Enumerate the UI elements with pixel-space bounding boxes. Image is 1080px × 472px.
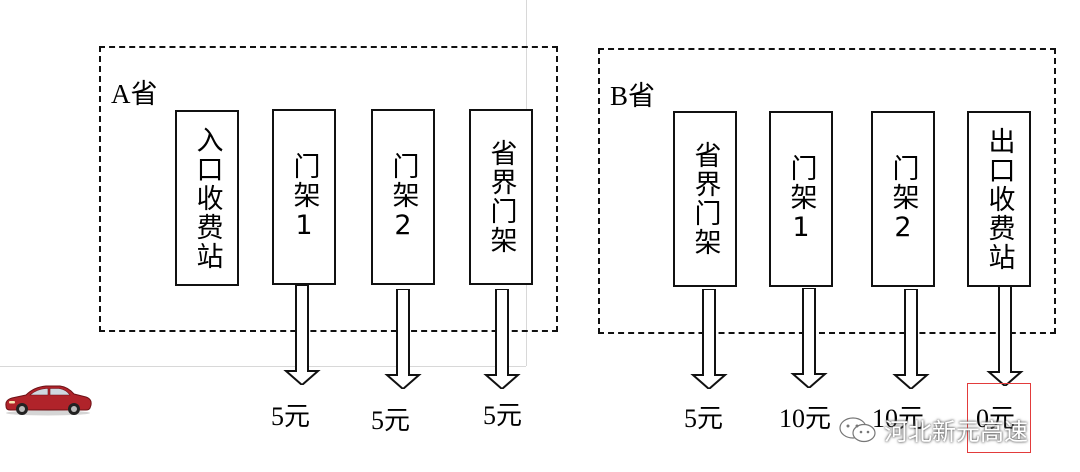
gantry-b1: 门架1 bbox=[769, 111, 833, 287]
exit-toll-station: 出口收费站 bbox=[967, 111, 1031, 287]
gantry-b2: 门架2 bbox=[871, 111, 935, 287]
gantry-a1-label: 门架1 bbox=[288, 151, 320, 243]
gantry-a2: 门架2 bbox=[371, 109, 435, 285]
wechat-icon bbox=[839, 416, 876, 442]
entry-toll-station-label: 入口收费站 bbox=[191, 125, 223, 271]
province-b-label: B省 bbox=[610, 81, 656, 111]
price-label: 10元 bbox=[779, 404, 832, 433]
canvas-guide-horizontal bbox=[0, 366, 526, 367]
down-arrow-icon bbox=[483, 289, 521, 389]
down-arrow-icon bbox=[283, 285, 321, 385]
price-label: 0元 bbox=[976, 404, 1016, 433]
down-arrow-icon bbox=[986, 286, 1024, 386]
price-label: 5元 bbox=[483, 401, 523, 430]
price-label: 10元 bbox=[872, 404, 925, 433]
province-a-region bbox=[99, 46, 558, 332]
border-gantry-b: 省界门架 bbox=[673, 111, 737, 287]
gantry-b1-label: 门架1 bbox=[785, 153, 817, 245]
border-gantry-a: 省界门架 bbox=[469, 109, 533, 285]
border-gantry-a-label: 省界门架 bbox=[485, 139, 517, 255]
car-icon bbox=[5, 385, 92, 416]
price-label: 5元 bbox=[371, 406, 411, 435]
gantry-a1: 门架1 bbox=[272, 109, 336, 285]
down-arrow-icon bbox=[790, 288, 828, 388]
price-label: 5元 bbox=[271, 402, 311, 431]
watermark-text: 河北新元高速 bbox=[884, 418, 1028, 446]
exit-price-highlight bbox=[967, 383, 1031, 453]
border-gantry-b-label: 省界门架 bbox=[689, 141, 721, 257]
province-a-label: A省 bbox=[111, 79, 158, 109]
price-label: 5元 bbox=[684, 404, 724, 433]
gantry-a2-label: 门架2 bbox=[387, 151, 419, 243]
province-b-region bbox=[598, 48, 1056, 334]
entry-toll-station: 入口收费站 bbox=[175, 110, 239, 286]
down-arrow-icon bbox=[690, 289, 728, 389]
watermark: 河北新元高速 bbox=[838, 412, 1028, 447]
down-arrow-icon bbox=[384, 289, 422, 389]
exit-toll-station-label: 出口收费站 bbox=[983, 126, 1015, 272]
gantry-b2-label: 门架2 bbox=[887, 153, 919, 245]
down-arrow-icon bbox=[892, 289, 930, 389]
